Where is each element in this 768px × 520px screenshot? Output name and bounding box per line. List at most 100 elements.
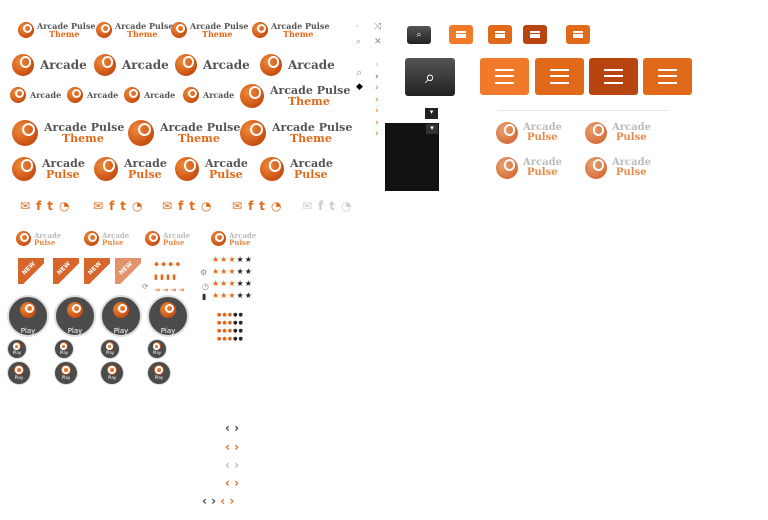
play-button-large[interactable]: Play [147, 295, 189, 337]
logo-word-arcade: Arcade [205, 157, 248, 170]
menu-icon [549, 69, 570, 84]
twitter-icon[interactable]: t [329, 199, 336, 213]
rss-icon[interactable]: ◔ [271, 199, 282, 213]
menu-button-small[interactable] [488, 25, 512, 44]
chevron-right-icon[interactable]: › [375, 60, 379, 70]
tag-icons-grid: ⬥ ⬥ ⬥ ⬥ ▮ ▮ ▮ ▮ ⇥ ⇥ ⇥ ⇥ [154, 258, 184, 297]
chevron-right-icon[interactable]: › [234, 440, 240, 454]
play-button-large[interactable]: Play [54, 295, 96, 337]
chevron-left-icon[interactable]: ‹ [225, 458, 230, 472]
diamond-icon: ◆ [356, 82, 363, 92]
chevron-right-icon[interactable]: › [234, 421, 240, 435]
menu-button-large[interactable] [589, 58, 638, 95]
logo-mark-icon [60, 342, 68, 350]
search-button-small[interactable]: ⌕ [407, 26, 431, 44]
play-button-small[interactable]: Play [54, 339, 74, 359]
chevron-left-icon[interactable]: ‹ [225, 440, 230, 454]
rss-icon[interactable]: ◔ [59, 199, 70, 213]
chevron-right-icon[interactable]: › [375, 83, 379, 93]
logo-word-pulse: Pulse [527, 132, 558, 143]
logo-arcade-2: Arcade [94, 54, 169, 76]
logo-mark-icon [585, 157, 607, 179]
play-button-medium[interactable]: Play [54, 361, 78, 385]
dropdown-toggle-2[interactable]: ▾ [426, 124, 438, 134]
chevron-right-icon[interactable]: › [375, 129, 379, 139]
chevron-right-icon[interactable]: › [375, 117, 379, 128]
play-button-small[interactable]: Play [7, 339, 27, 359]
logo-mark-icon [67, 87, 83, 103]
close-icon[interactable]: ✕ [374, 37, 382, 47]
clock-icon[interactable]: ◷ [202, 282, 209, 291]
star-rating-small[interactable]: ●●●●● ●●●●● ●●●●● ●●●●● [217, 312, 244, 342]
facebook-icon[interactable]: f [36, 199, 42, 213]
chevron-left-icon[interactable]: ‹ [225, 476, 230, 490]
twitter-icon[interactable]: t [259, 199, 266, 213]
menu-button-small[interactable] [449, 25, 473, 44]
settings-icon[interactable]: ⚙ [200, 268, 208, 277]
logo-mark-icon [67, 302, 83, 318]
mail-icon[interactable]: ✉ [302, 199, 313, 213]
chevron-left-icon[interactable]: ‹ [202, 494, 207, 508]
mail-icon[interactable]: ✉ [93, 199, 104, 213]
tag-icon: ⬥ ⬥ ⬥ ⬥ [154, 260, 181, 268]
mail-icon[interactable]: ✉ [232, 199, 243, 213]
logo-word-arcade: Arcade [612, 157, 651, 168]
mouse-icon[interactable]: ▮ [202, 292, 207, 301]
twitter-icon[interactable]: t [47, 199, 54, 213]
logo-word-arcade: Arcade [163, 230, 191, 240]
twitter-icon[interactable]: t [120, 199, 127, 213]
mail-icon[interactable]: ✉ [20, 199, 31, 213]
rss-icon[interactable]: ◔ [201, 199, 212, 213]
facebook-icon[interactable]: f [109, 199, 115, 213]
play-button-large[interactable]: Play [7, 295, 49, 337]
chevron-right-icon[interactable]: › [375, 71, 379, 82]
logo-word-arcade: Arcade [124, 157, 167, 170]
chevron-right-icon[interactable]: › [375, 106, 379, 116]
menu-button-small[interactable] [523, 25, 547, 44]
rss-icon[interactable]: ◔ [341, 199, 352, 213]
facebook-icon[interactable]: f [318, 199, 324, 213]
search-icon[interactable]: ⌕ [356, 66, 363, 79]
shuffle-icon[interactable]: ⤨ [374, 22, 382, 32]
facebook-icon[interactable]: f [178, 199, 184, 213]
rss-icon[interactable]: ◔ [132, 199, 143, 213]
facebook-icon[interactable]: f [248, 199, 254, 213]
blank [356, 50, 363, 65]
logo-word-pulse: Pulse [616, 132, 647, 143]
logo-mark-icon [171, 22, 187, 38]
menu-icon [495, 30, 505, 39]
chevron-left-icon[interactable]: ‹ [225, 421, 230, 435]
logo-word-arcade: Arcade [203, 90, 235, 100]
play-button-medium[interactable]: Play [100, 361, 124, 385]
menu-button-large[interactable] [535, 58, 584, 95]
search-button-large[interactable]: ⌕ [405, 58, 455, 96]
play-button-large[interactable]: Play [100, 295, 142, 337]
play-button-small[interactable]: Play [100, 339, 120, 359]
chevron-left-icon[interactable]: ‹ [220, 494, 226, 508]
chevron-right-icon[interactable]: › [375, 94, 379, 105]
play-button-medium[interactable]: Play [7, 361, 31, 385]
menu-button-large[interactable] [480, 58, 529, 95]
play-button-small[interactable]: Play [147, 339, 167, 359]
chevron-right-icon[interactable]: › [211, 494, 217, 508]
dropdown-toggle-1[interactable]: ▾ [425, 108, 438, 119]
menu-button-large[interactable] [643, 58, 692, 95]
refresh-icon[interactable]: ⟳ [142, 282, 149, 291]
logo-arcade-small-3: Arcade [124, 87, 175, 103]
chevron-right-icon[interactable]: › [229, 494, 235, 508]
twitter-icon[interactable]: t [189, 199, 196, 213]
chevron-right-icon[interactable]: › [234, 476, 240, 490]
search-icon[interactable]: ⌕ [356, 37, 362, 47]
logo-arcade-1: Arcade [12, 54, 87, 76]
chevron-right-icon[interactable]: › [234, 458, 240, 472]
logo-arcade-small-4: Arcade [183, 87, 234, 103]
play-button-medium[interactable]: Play [147, 361, 171, 385]
star-rating-large[interactable]: ★★★★★ ★★★★★ ★★★★★ ★★★★★ [212, 255, 253, 300]
mail-icon[interactable]: ✉ [162, 199, 173, 213]
menu-button-small[interactable] [566, 25, 590, 44]
